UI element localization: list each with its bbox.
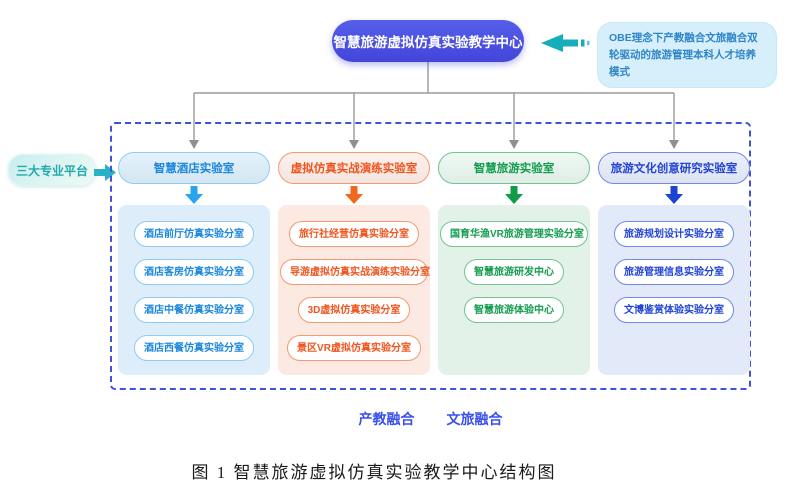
item-pill: 酒店中餐仿真实验分室 — [134, 297, 254, 323]
column-panel: 酒店前厅仿真实验分室 酒店客房仿真实验分室 酒店中餐仿真实验分室 酒店西餐仿真实… — [118, 205, 270, 375]
column-vr-drill-lab: 虚拟仿真实战演练实验室 旅行社经营仿真实验分室 导游虚拟仿真实战演练实验分室 3… — [278, 152, 430, 375]
item-pill: 旅游管理信息实验分室 — [614, 259, 734, 285]
column-culture-creative-lab: 旅游文化创意研究实验室 旅游规划设计实验分室 旅游管理信息实验分室 文博鉴赏体验… — [598, 152, 750, 375]
column-smart-hotel-lab: 智慧酒店实验室 酒店前厅仿真实验分室 酒店客房仿真实验分室 酒店中餐仿真实验分室… — [118, 152, 270, 375]
center-title: 智慧旅游虚拟仿真实验教学中心 — [332, 20, 524, 62]
column-smart-tourism-lab: 智慧旅游实验室 国育华渔VR旅游管理实验分室 智慧旅游研发中心 智慧旅游体验中心 — [438, 152, 590, 375]
item-pill: 智慧旅游研发中心 — [464, 259, 564, 285]
column-panel: 旅行社经营仿真实验分室 导游虚拟仿真实战演练实验分室 3D虚拟仿真实验分室 景区… — [278, 205, 430, 375]
annotation-callout: OBE理念下产教融合文旅融合双轮驱动的旅游管理本科人才培养模式 — [597, 22, 777, 89]
item-pill: 导游虚拟仿真实战演练实验分室 — [280, 259, 430, 285]
down-arrow-icon — [664, 184, 684, 205]
down-arrow-icon — [184, 184, 204, 205]
figure-caption: 图 1 智慧旅游虚拟仿真实验教学中心结构图 — [191, 463, 557, 482]
flow-arrow-left-icon — [541, 34, 591, 57]
column-panel: 旅游规划设计实验分室 旅游管理信息实验分室 文博鉴赏体验实验分室 — [598, 205, 750, 375]
item-pill: 国育华渔VR旅游管理实验分室 — [440, 221, 588, 247]
footer-label-culture-tourism: 文旅融合 — [446, 411, 503, 427]
column-panel: 国育华渔VR旅游管理实验分室 智慧旅游研发中心 智慧旅游体验中心 — [438, 205, 590, 375]
item-pill: 3D虚拟仿真实验分室 — [297, 297, 411, 323]
column-header: 智慧酒店实验室 — [118, 152, 270, 184]
item-pill: 酒店西餐仿真实验分室 — [134, 335, 254, 361]
footer-label-industry-education: 产教融合 — [358, 411, 415, 427]
footer-labels: 产教融合 文旅融合 — [110, 409, 751, 429]
column-header: 旅游文化创意研究实验室 — [598, 152, 750, 184]
column-header: 智慧旅游实验室 — [438, 152, 590, 184]
column-header: 虚拟仿真实战演练实验室 — [278, 152, 430, 184]
down-arrow-icon — [504, 184, 524, 205]
item-pill: 旅行社经营仿真实验分室 — [289, 221, 419, 247]
item-pill: 酒店前厅仿真实验分室 — [134, 221, 254, 247]
platform-label: 三大专业平台 — [8, 154, 96, 186]
item-pill: 智慧旅游体验中心 — [464, 297, 564, 323]
platforms-container — [110, 122, 751, 390]
item-pill: 文博鉴赏体验实验分室 — [614, 297, 734, 323]
item-pill: 酒店客房仿真实验分室 — [134, 259, 254, 285]
item-pill: 旅游规划设计实验分室 — [614, 221, 734, 247]
item-pill: 景区VR虚拟仿真实验分室 — [287, 335, 421, 361]
down-arrow-icon — [344, 184, 364, 205]
